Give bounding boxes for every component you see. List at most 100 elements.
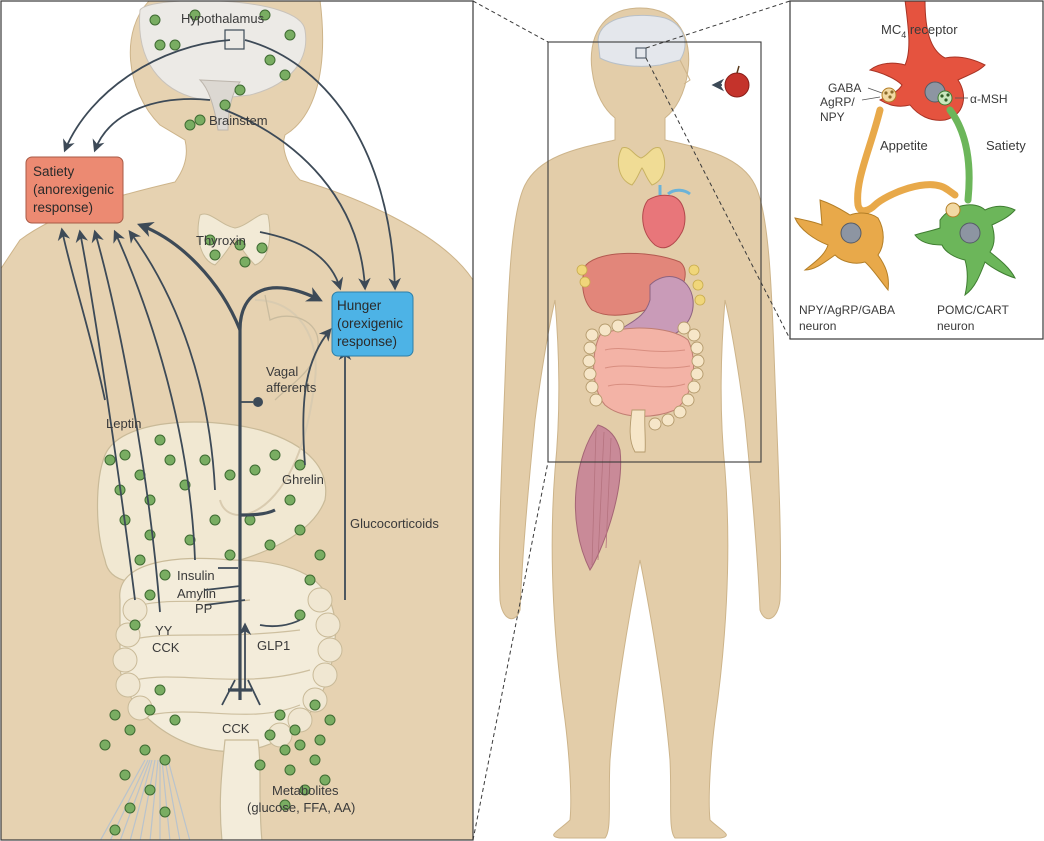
granule-dot	[295, 525, 305, 535]
label-hypothalamus: Hypothalamus	[181, 11, 265, 26]
granule-dot	[220, 100, 230, 110]
label-satiety: Satiety	[986, 138, 1026, 153]
vagal-node	[253, 397, 263, 407]
label-gaba: GABA	[828, 81, 861, 95]
granule-dot	[145, 495, 155, 505]
granule-dot	[290, 725, 300, 735]
granule-dot	[255, 760, 265, 770]
granule-dot	[265, 55, 275, 65]
label-leptin: Leptin	[106, 416, 141, 431]
label-agrp: AgRP/	[820, 95, 855, 109]
label-cck-bottom: CCK	[222, 721, 250, 736]
zoom-panel: Satiety (anorexigenic response) Hunger (…	[0, 0, 473, 841]
granule-dot	[275, 710, 285, 720]
granule-dot	[250, 465, 260, 475]
granule-dot	[135, 555, 145, 565]
granule-dot	[285, 765, 295, 775]
granule-dot	[315, 550, 325, 560]
granule-dot	[160, 755, 170, 765]
label-thyroxin: Thyroxin	[196, 233, 246, 248]
granule-dot	[235, 85, 245, 95]
granule-dot	[225, 550, 235, 560]
granule-dot	[125, 803, 135, 813]
hunger-box-line-3: response)	[337, 334, 397, 349]
granule-dot	[185, 120, 195, 130]
pomc-nucleus	[960, 223, 980, 243]
granule-dot	[145, 705, 155, 715]
granule-dot	[310, 755, 320, 765]
granule-dot	[305, 575, 315, 585]
granule-dot	[165, 455, 175, 465]
granule-dot	[145, 590, 155, 600]
label-pomc-neuron-1: POMC/CART	[937, 303, 1009, 317]
granule-dot	[140, 745, 150, 755]
satiety-box-line-3: response)	[33, 200, 93, 215]
npy-nucleus	[841, 223, 861, 243]
granule-dot	[150, 15, 160, 25]
granule-dot	[265, 540, 275, 550]
label-yy: YY	[155, 623, 173, 638]
full-body	[499, 8, 780, 838]
granule-dot	[155, 435, 165, 445]
granule-dot	[105, 455, 115, 465]
granule-dot	[285, 30, 295, 40]
granule-dot	[155, 685, 165, 695]
granule-dot	[295, 740, 305, 750]
granule-dot	[160, 570, 170, 580]
body-small-intestine	[594, 328, 694, 416]
label-glucocorticoids: Glucocorticoids	[350, 516, 439, 531]
granule-dot	[257, 243, 267, 253]
apple-icon	[714, 66, 749, 97]
granule-dot	[125, 725, 135, 735]
granule-dot	[285, 495, 295, 505]
granule-dot	[195, 115, 205, 125]
label-cck-left: CCK	[152, 640, 180, 655]
granule-dot	[225, 470, 235, 480]
label-ghrelin: Ghrelin	[282, 472, 324, 487]
granule-dot	[280, 745, 290, 755]
granule-dot	[210, 515, 220, 525]
granule-dot	[170, 715, 180, 725]
granule-dot	[170, 40, 180, 50]
label-glp1: GLP1	[257, 638, 290, 653]
granule-dot	[310, 700, 320, 710]
granule-dot	[160, 807, 170, 817]
body-brain	[598, 15, 685, 66]
label-npy-neuron-2: neuron	[799, 319, 836, 333]
granule-dot	[270, 450, 280, 460]
label-pp: PP	[195, 601, 212, 616]
granule-dot	[280, 70, 290, 80]
hunger-box-line-2: (orexigenic	[337, 316, 403, 331]
hunger-box-line-1: Hunger	[337, 298, 382, 313]
label-vagal-2: afferents	[266, 380, 317, 395]
granule-dot	[130, 620, 140, 630]
granule-dot	[120, 770, 130, 780]
satiety-box: Satiety (anorexigenic response)	[26, 157, 123, 223]
granule-dot	[210, 250, 220, 260]
satiety-box-line-2: (anorexigenic	[33, 182, 114, 197]
label-metabolites-1: Metabolites	[272, 783, 339, 798]
granule-dot	[295, 610, 305, 620]
hunger-box: Hunger (orexigenic response)	[332, 292, 413, 356]
granule-dot	[240, 257, 250, 267]
granule-dot	[295, 460, 305, 470]
label-npy: NPY	[820, 110, 845, 124]
zoom-rectum	[220, 740, 262, 841]
granule-dot	[325, 715, 335, 725]
granule-dot	[200, 455, 210, 465]
granule-dot	[155, 40, 165, 50]
label-amsh: α-MSH	[970, 92, 1008, 106]
granule-dot	[315, 735, 325, 745]
label-npy-neuron-1: NPY/AgRP/GABA	[799, 303, 895, 317]
label-appetite: Appetite	[880, 138, 928, 153]
label-metabolites-2: (glucose, FFA, AA)	[247, 800, 355, 815]
label-insulin: Insulin	[177, 568, 215, 583]
granule-dot	[110, 710, 120, 720]
label-amylin: Amylin	[177, 586, 216, 601]
granule-dot	[100, 740, 110, 750]
satiety-box-line-1: Satiety	[33, 164, 75, 179]
neuron-panel: MC4 receptor GABA AgRP/ NPY α-MSH Appeti…	[790, 0, 1043, 339]
label-brainstem: Brainstem	[209, 113, 268, 128]
label-vagal-1: Vagal	[266, 364, 298, 379]
